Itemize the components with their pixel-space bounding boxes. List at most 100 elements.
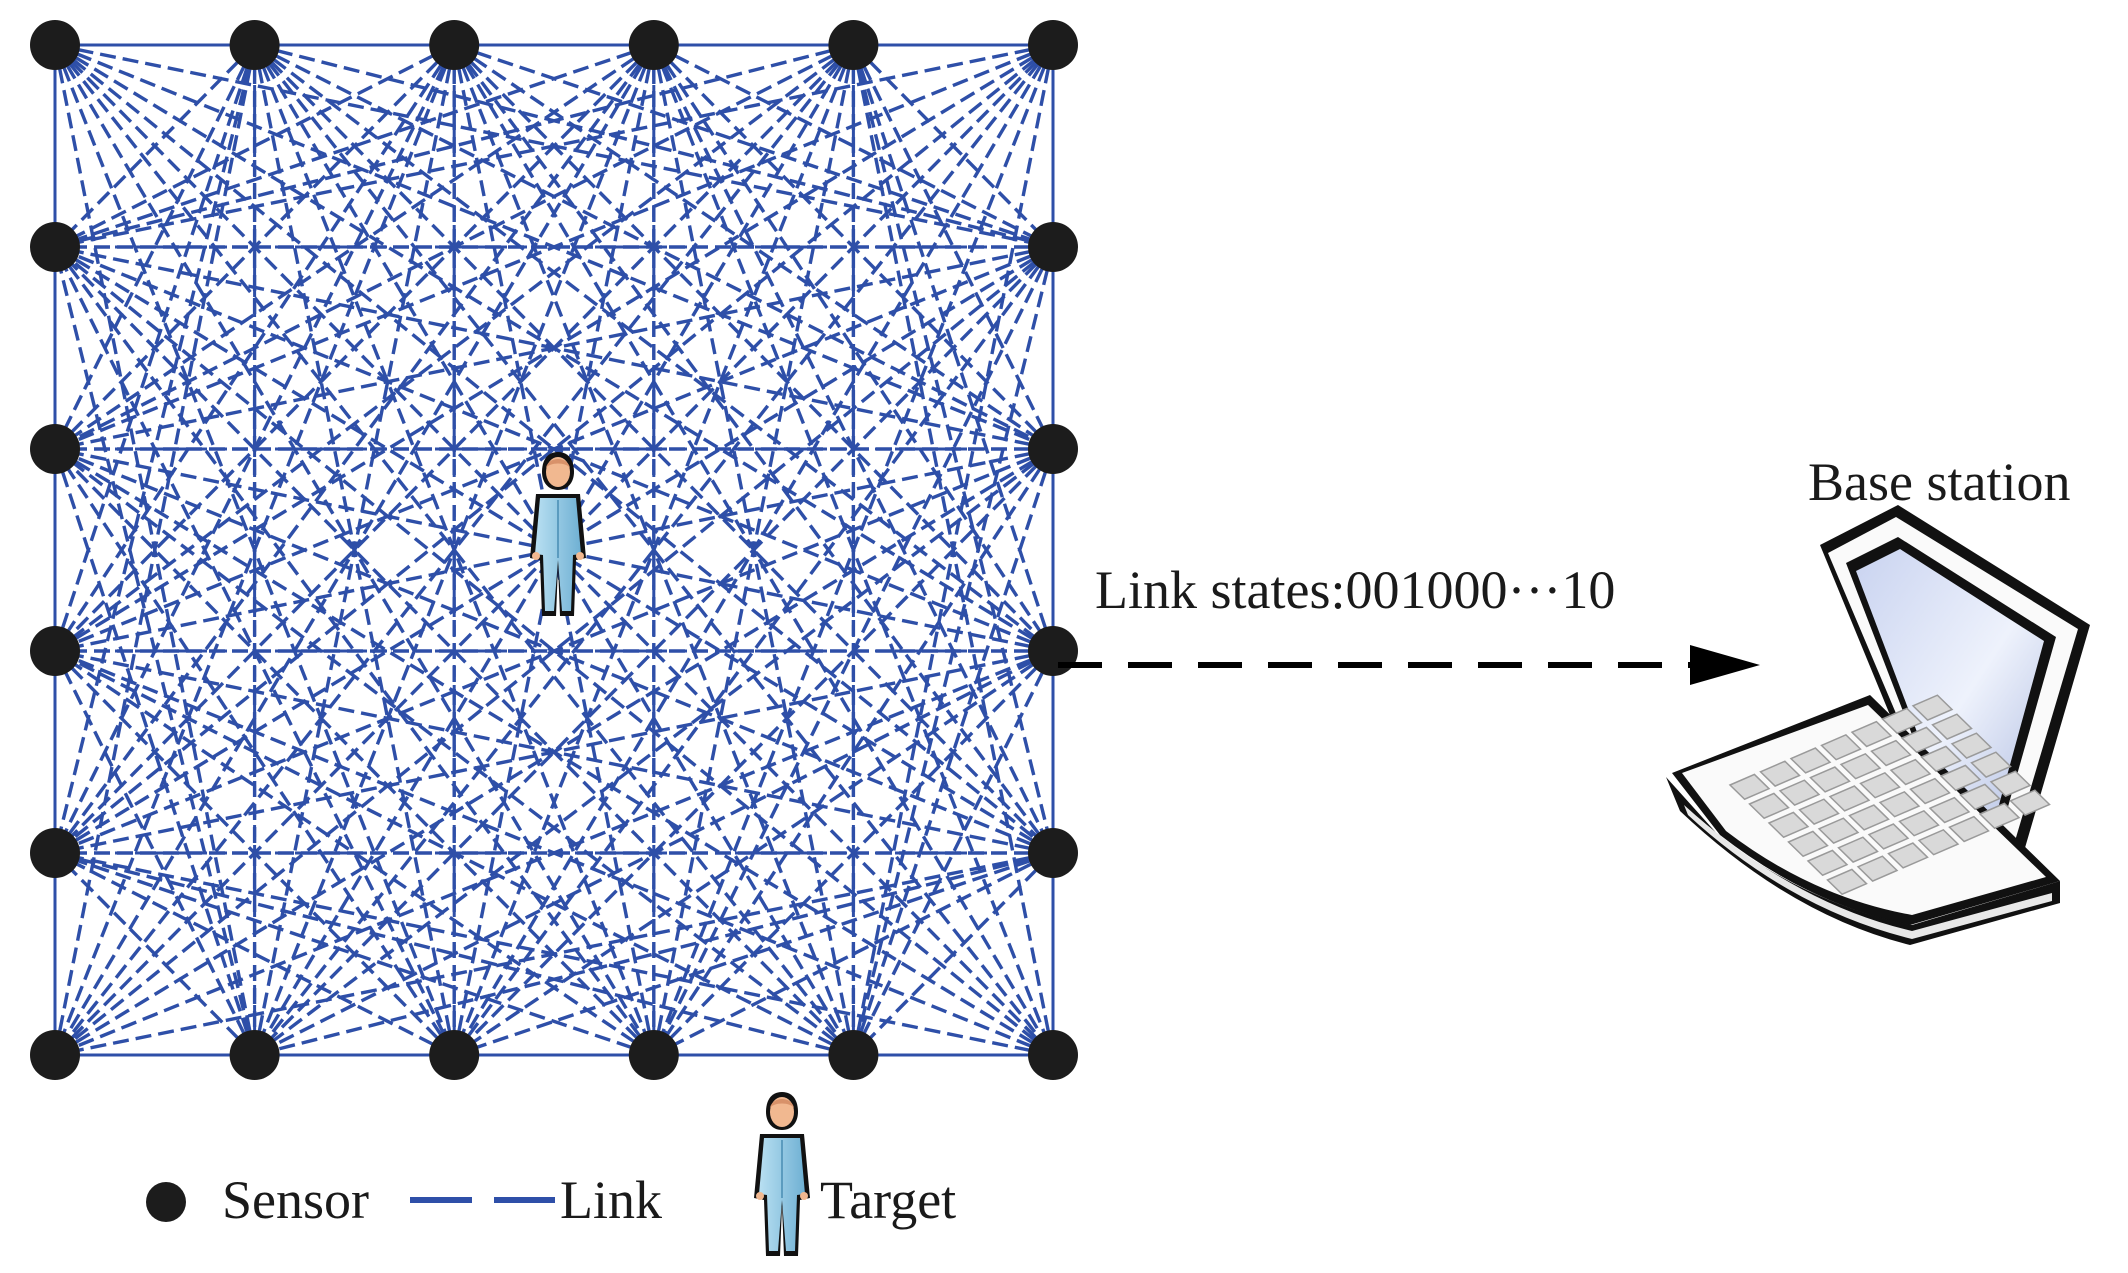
keyboard-key (1839, 752, 1882, 780)
sensor-node-icon (30, 20, 80, 70)
link-line (54, 649, 655, 1057)
keyboard-key (1989, 770, 2032, 797)
legend: Sensor Link Target (146, 1170, 956, 1230)
sensor-node-icon (628, 20, 679, 70)
link-line (653, 43, 1054, 249)
keyboard-key (1817, 817, 1860, 844)
keyboard-key (1859, 771, 1901, 799)
keyboard-key (1978, 802, 2021, 830)
link-line (53, 851, 256, 1057)
keyboard-key (1939, 764, 1982, 792)
sensor-node-icon (429, 1030, 480, 1080)
sensor-node-icon (1028, 1030, 1078, 1080)
link-line (53, 44, 656, 1056)
keyboard-key (1828, 785, 1871, 812)
keyboard-key (1837, 836, 1879, 863)
legend-sensor-label: Sensor (222, 1170, 369, 1230)
keyboard-key (1898, 809, 1940, 837)
keyboard-key (1789, 747, 1832, 774)
legend-target-label: Target (820, 1170, 956, 1230)
link-line (253, 43, 1055, 1057)
keyboard-key (1948, 815, 1990, 843)
keyboard-key (1850, 720, 1893, 748)
keyboard-key (1959, 783, 2001, 811)
keyboard-key (1856, 855, 1899, 882)
link-line (53, 447, 855, 1057)
link-line (53, 43, 855, 1057)
sensor-node-icon (30, 424, 80, 474)
sensor-node-icon (628, 1030, 679, 1080)
link-line (53, 245, 1055, 1057)
sensor-node-icon (229, 1030, 280, 1080)
link-line (54, 245, 1054, 451)
keyboard-key (1728, 773, 1771, 801)
link-lines (53, 43, 1055, 1057)
link-line (453, 851, 1054, 1057)
link-states-label: Link states:001000···10 (1095, 560, 1615, 620)
link-line (53, 447, 656, 1057)
keyboard-key (1920, 745, 1962, 773)
sensor-node-icon (828, 20, 879, 70)
link-line (54, 43, 455, 249)
keyboard-key (1798, 798, 1840, 825)
keyboard-key (2009, 789, 2051, 816)
link-line (53, 43, 256, 249)
link-line (54, 43, 655, 249)
sensor-node-icon (429, 20, 480, 70)
keyboard-key (1759, 760, 1801, 787)
keyboard-key (1867, 823, 1910, 850)
link-line (53, 246, 257, 1056)
link-line (53, 448, 257, 1056)
keyboard-key (1806, 849, 1849, 877)
keyboard-key (1826, 868, 1868, 896)
sensor-node-icon (30, 222, 80, 272)
link-line (452, 447, 1055, 1057)
link-line (54, 649, 1054, 1057)
link-line (54, 43, 1054, 249)
link-state-arrow (1058, 645, 1760, 685)
link-line (54, 851, 455, 1057)
target-person-icon-legend-area (753, 1091, 811, 1257)
keyboard-key (1900, 726, 1943, 754)
keyboard-key (1950, 732, 1993, 759)
keyboard-key (1881, 707, 1923, 735)
sensor-node-icon (1028, 424, 1078, 474)
sensor-node-icon (1028, 222, 1078, 272)
sensor-node-icon (30, 828, 80, 878)
keyboard-key (1870, 739, 1912, 767)
link-line (653, 851, 1054, 1057)
link-line (253, 43, 1055, 1057)
sensor-node-icon (229, 20, 280, 70)
keyboard-keys (1728, 694, 2051, 896)
keyboard-key (1848, 804, 1890, 831)
link-line (53, 43, 1055, 1057)
keyboard-key (1970, 751, 2012, 778)
sensor-node-icon (1028, 626, 1078, 676)
keyboard-key (1887, 842, 1929, 869)
sensor-node-icon (1028, 828, 1078, 878)
legend-sensor-icon (146, 1182, 186, 1222)
keyboard-key (1917, 828, 1960, 856)
keyboard-key (1767, 811, 1810, 839)
base-station-label: Base station (1808, 452, 2070, 512)
region-boundary (53, 43, 1055, 1057)
sensor-node-icon (30, 626, 80, 676)
link-line (54, 447, 1054, 855)
legend-link-label: Link (560, 1170, 662, 1230)
keyboard-key (1889, 758, 1932, 786)
sensor-node-icon (1028, 20, 1078, 70)
link-line (54, 851, 655, 1057)
keyboard-key (1820, 733, 1862, 761)
link-line (53, 650, 257, 1056)
keyboard-key (1909, 777, 1951, 805)
keyboard-key (1928, 796, 1971, 824)
keyboard-key (1787, 830, 1829, 858)
sensor-nodes (30, 20, 1078, 1080)
link-line (851, 650, 1055, 1056)
link-line (53, 448, 456, 1056)
keyboard-key (1931, 713, 1973, 740)
keyboard-key (1911, 694, 1954, 721)
laptop-icon (1666, 505, 2090, 945)
sensor-node-icon (30, 1030, 80, 1080)
